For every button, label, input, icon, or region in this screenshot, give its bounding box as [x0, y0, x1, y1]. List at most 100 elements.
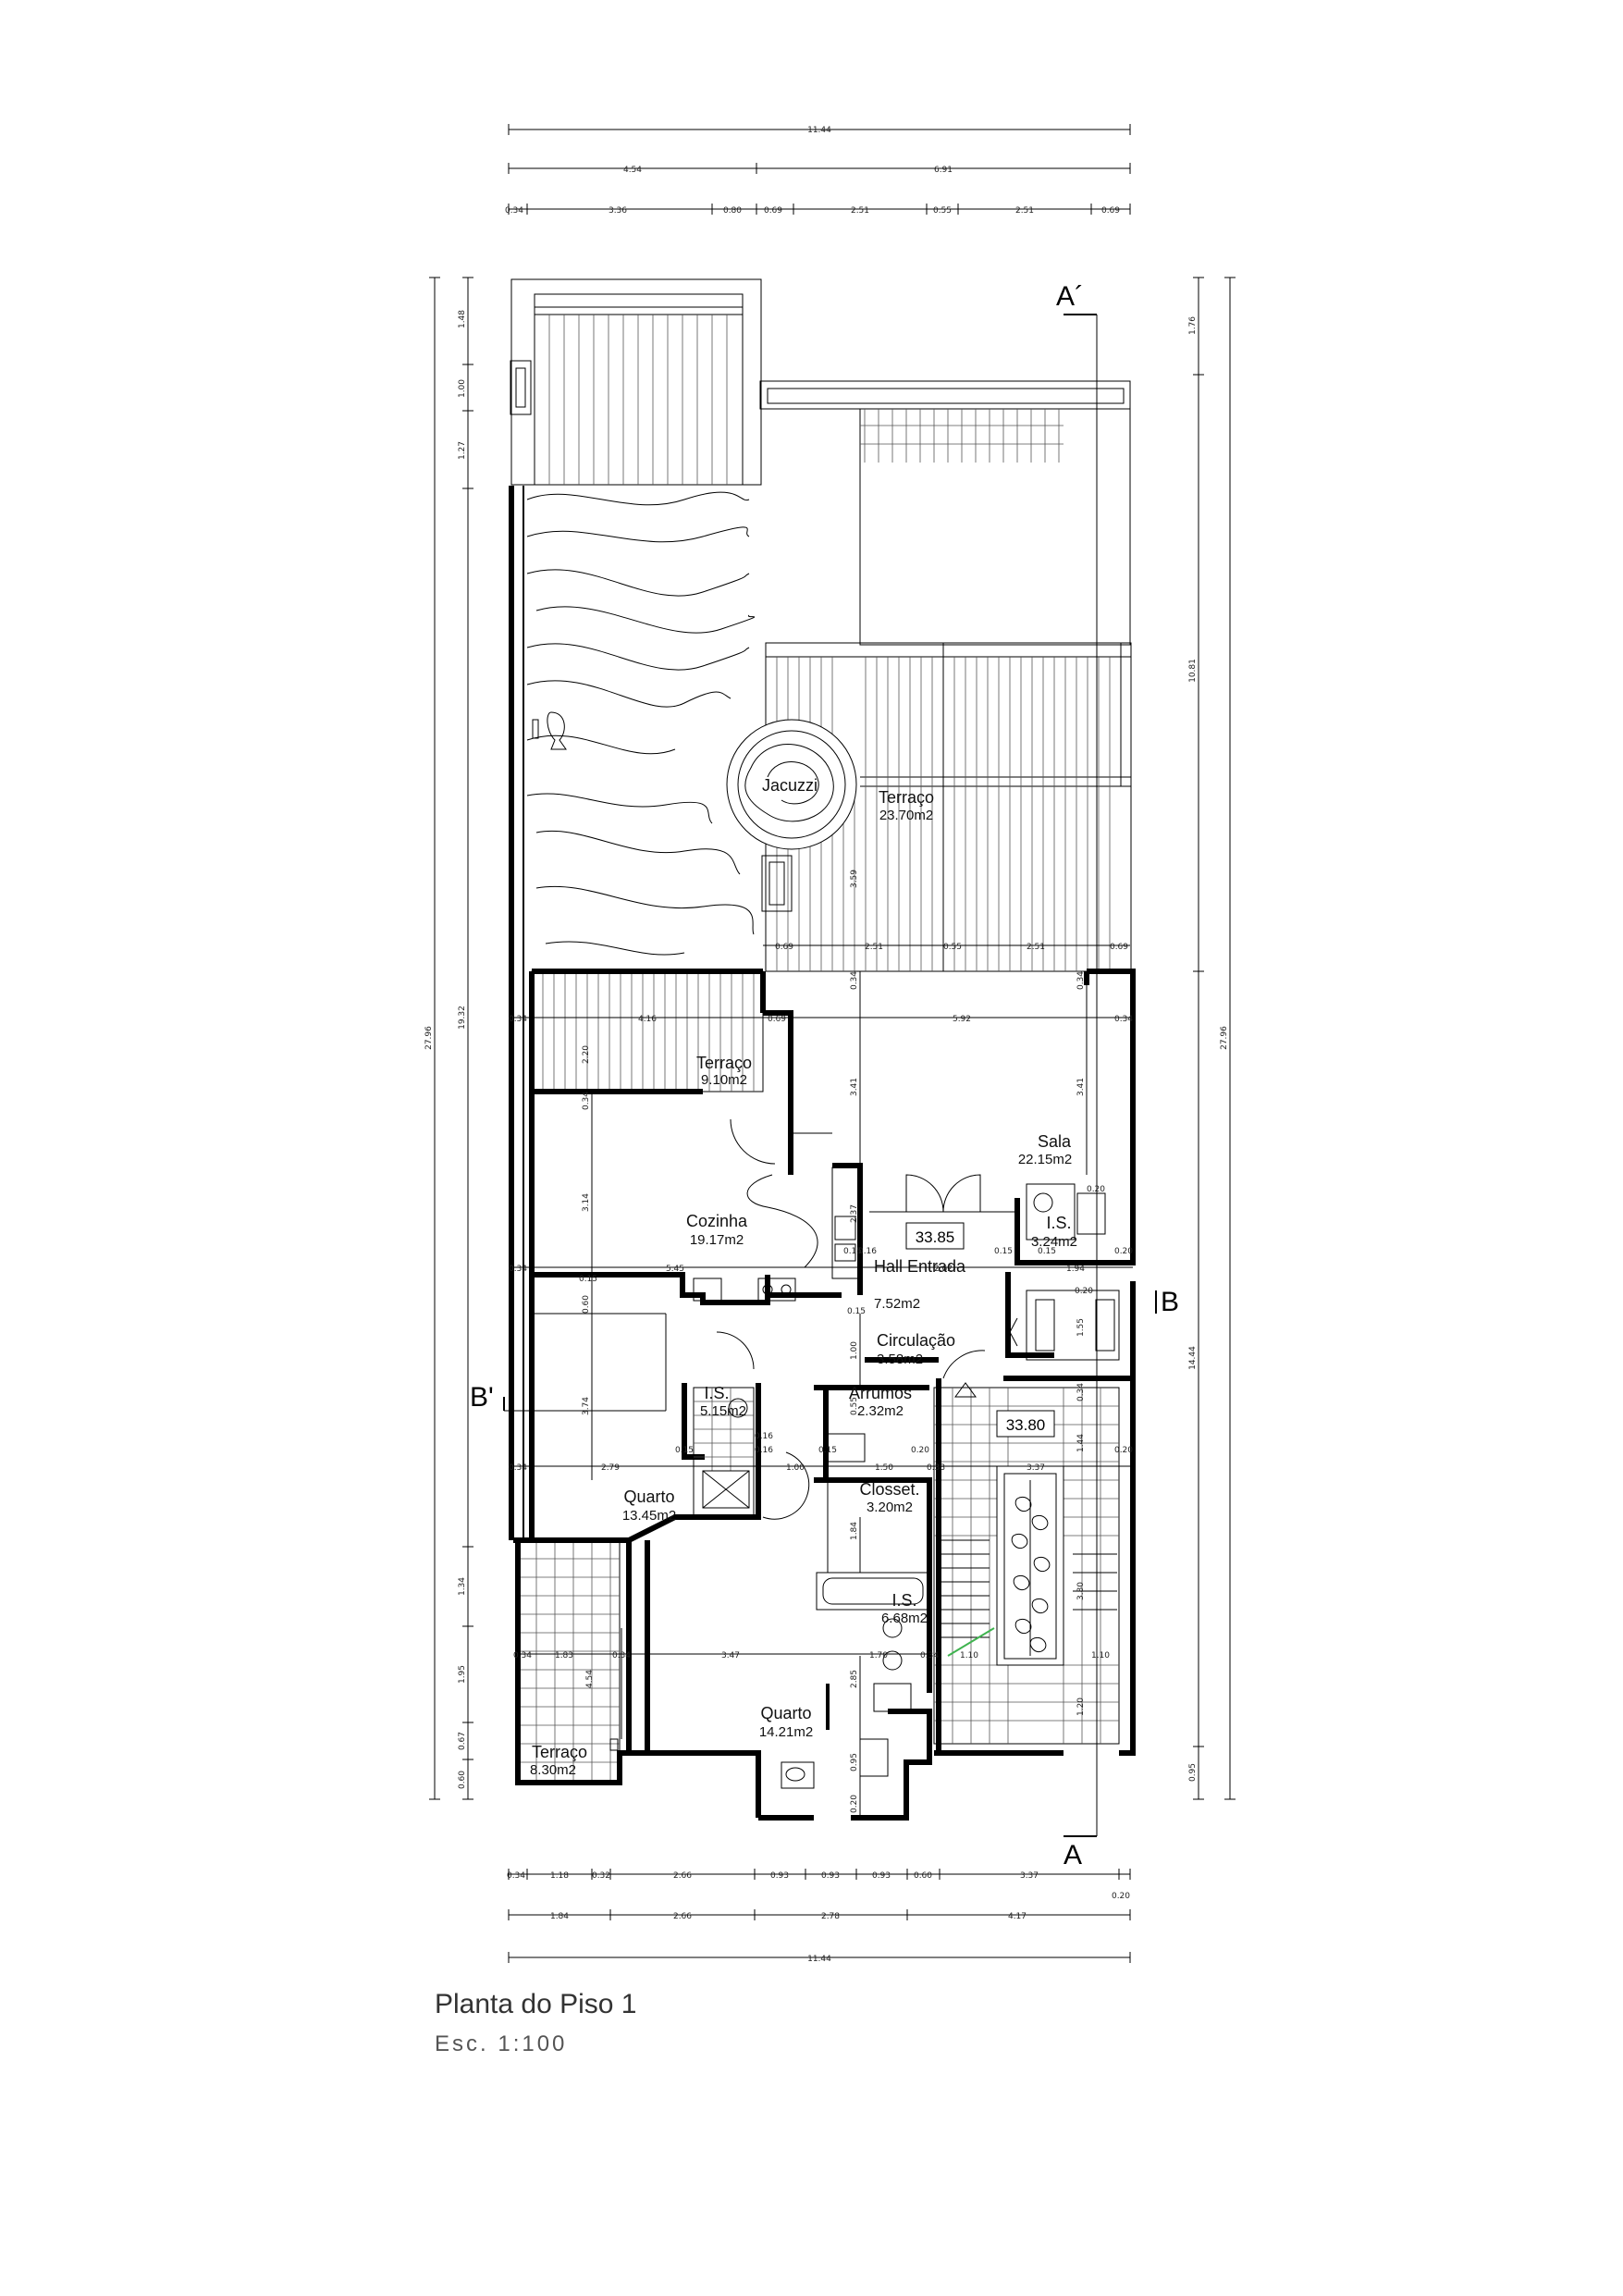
room-area-circulacao: 3.58m2	[877, 1352, 923, 1367]
dim-bottom-detail-5: 0.93	[770, 1871, 789, 1881]
dim-bottom-mid-2: 2.66	[673, 1912, 692, 1921]
basin-1-icon	[882, 1618, 903, 1638]
dim-int-11: 0.34	[1114, 1015, 1133, 1024]
section-b-left-label: B'	[470, 1382, 494, 1413]
dim-top-detail-8: 0.69	[1101, 206, 1120, 216]
room-name-quarto-2: Quarto	[760, 1704, 811, 1722]
section-a-top-label: A´	[1056, 281, 1084, 312]
dim-int-24: 0.15	[994, 1247, 1013, 1256]
kitchen-sink-icon	[693, 1278, 722, 1302]
room-name-circulacao: Circulação	[877, 1331, 955, 1350]
dim-int-9: 0.69	[768, 1015, 786, 1024]
dim-bottom-mid-4: 4.17	[1008, 1912, 1027, 1921]
dim-int-19: 2.37	[850, 1204, 859, 1223]
dim-int-55: 1.83	[555, 1651, 573, 1660]
dim-int-64: 1.20	[1076, 1697, 1086, 1716]
dim-top-detail-6: 0.55	[933, 206, 952, 216]
dim-int-10: 5.92	[953, 1015, 971, 1024]
dim-int-39: 2.79	[601, 1463, 620, 1473]
dim-bottom-mid-3: 2.78	[821, 1912, 840, 1921]
room-area-terraco-bottom: 8.30m2	[530, 1762, 576, 1778]
dim-int-38: 0.34	[1076, 1383, 1086, 1401]
dim-int-13: 0.34	[1076, 971, 1086, 990]
dim-left-total: 27.96	[424, 1026, 434, 1050]
dim-top-detail-2: 3.36	[609, 206, 627, 216]
bathtub-icon	[816, 1572, 928, 1611]
basin-icon	[1033, 1192, 1053, 1213]
interior-dimensions: 0.69 2.51 0.55 2.51 0.69 3.59 0.34 4.16 …	[509, 870, 1133, 1818]
cooktop-icon	[757, 1278, 796, 1302]
bidet-icon	[859, 1738, 889, 1777]
dim-int-49: 0.15	[675, 1446, 694, 1455]
dim-int-61: 1.10	[1091, 1651, 1110, 1660]
room-area-hall: 7.52m2	[874, 1296, 920, 1312]
dim-int-16: 3.41	[850, 1078, 859, 1096]
room-name-is-suite: I.S.	[891, 1591, 916, 1610]
dim-bottom-detail-6: 0.93	[821, 1871, 840, 1881]
title-block: Planta do Piso 1 Esc. 1:100	[435, 1989, 636, 2057]
garden-shower-icon	[532, 711, 567, 750]
dim-int-18: 3.14	[582, 1193, 591, 1212]
dim-int-37: 0.34	[509, 1463, 527, 1473]
dim-int-45: 0.38	[927, 1463, 945, 1473]
room-name-sala: Sala	[1038, 1132, 1072, 1151]
section-b-right-label: B	[1161, 1287, 1179, 1317]
dim-int-25: 1.94	[1066, 1265, 1085, 1274]
room-name-arrumos: Arrumos	[849, 1384, 912, 1402]
basin-2-icon	[882, 1650, 903, 1671]
dim-int-20: 0.20	[1087, 1185, 1105, 1194]
dim-int-27: 0.15	[1038, 1247, 1056, 1256]
dim-int-54: 0.34	[513, 1651, 532, 1660]
drawing-title: Planta do Piso 1	[435, 1989, 637, 2019]
dim-int-48: 1.44	[1076, 1434, 1086, 1452]
room-area-closset: 3.20m2	[867, 1500, 913, 1515]
room-area-quarto-1: 13.45m2	[622, 1508, 676, 1524]
top-dimensions: 11.44 4.54 6.91 0.34 3.36 0.80 0.69 2.51…	[505, 124, 1131, 216]
dim-int-28: 0.15	[843, 1247, 862, 1256]
room-area-terraco-small: 9.10m2	[701, 1072, 747, 1088]
dim-right-detail-3: 14.44	[1188, 1346, 1198, 1370]
dim-int-51: 0.55	[850, 1397, 859, 1415]
dim-right-detail-4: 0.95	[1188, 1763, 1198, 1782]
level-box-1: 33.85	[905, 1222, 965, 1250]
dim-int-21: 0.34	[509, 1265, 527, 1274]
dim-int-43: 1.50	[875, 1463, 893, 1473]
dim-bottom-detail-3: 0.32	[592, 1871, 610, 1881]
dim-int-23: 2.62	[934, 1265, 953, 1274]
dim-bottom-detail-7: 0.93	[872, 1871, 891, 1881]
room-area-quarto-2: 14.21m2	[759, 1724, 813, 1740]
room-area-is-quarto: 5.15m2	[700, 1403, 746, 1419]
dim-left-detail-1: 1.48	[458, 310, 467, 328]
room-area-terraco-deck: 23.70m2	[879, 808, 933, 823]
deck-slats-top	[535, 306, 743, 315]
dim-int-31: 0.60	[582, 1295, 591, 1314]
double-door-icon	[905, 1174, 981, 1213]
jacuzzi	[726, 719, 857, 912]
stair-treads	[936, 1539, 1117, 1638]
stair-core-tiles	[933, 1382, 1120, 1745]
plant-decoration-icon	[1011, 1480, 1051, 1656]
dim-top-detail-7: 2.51	[1015, 206, 1034, 216]
dim-bottom-extra: 0.20	[1112, 1892, 1130, 1901]
room-name-quarto-1: Quarto	[623, 1487, 674, 1506]
dim-int-4: 2.51	[1027, 943, 1045, 952]
upper-terrace-area	[510, 278, 1131, 956]
dim-int-58: 1.70	[869, 1651, 888, 1660]
room-area-is-suite: 6.68m2	[881, 1611, 928, 1626]
dim-int-14: 2.20	[582, 1045, 591, 1064]
room-area-sala: 22.15m2	[1018, 1152, 1072, 1167]
section-a-bottom-label: A	[1064, 1840, 1082, 1870]
dim-bottom-total: 11.44	[807, 1955, 831, 1964]
dim-int-36: 3.74	[582, 1397, 591, 1415]
dim-bottom-detail-2: 1.18	[550, 1871, 569, 1881]
oven-icon	[834, 1216, 856, 1241]
dim-int-30: 0.16	[858, 1247, 877, 1256]
dim-top-detail-3: 0.80	[723, 206, 742, 216]
dim-left-detail-3: 1.27	[458, 441, 467, 460]
level-box-1-label: 33.85	[916, 1228, 955, 1246]
dim-int-26: 0.20	[1114, 1247, 1133, 1256]
dim-left-detail-4: 1.34	[458, 1577, 467, 1596]
dim-int-53: 3.80	[1076, 1582, 1086, 1600]
dim-int-1: 0.69	[775, 943, 793, 952]
